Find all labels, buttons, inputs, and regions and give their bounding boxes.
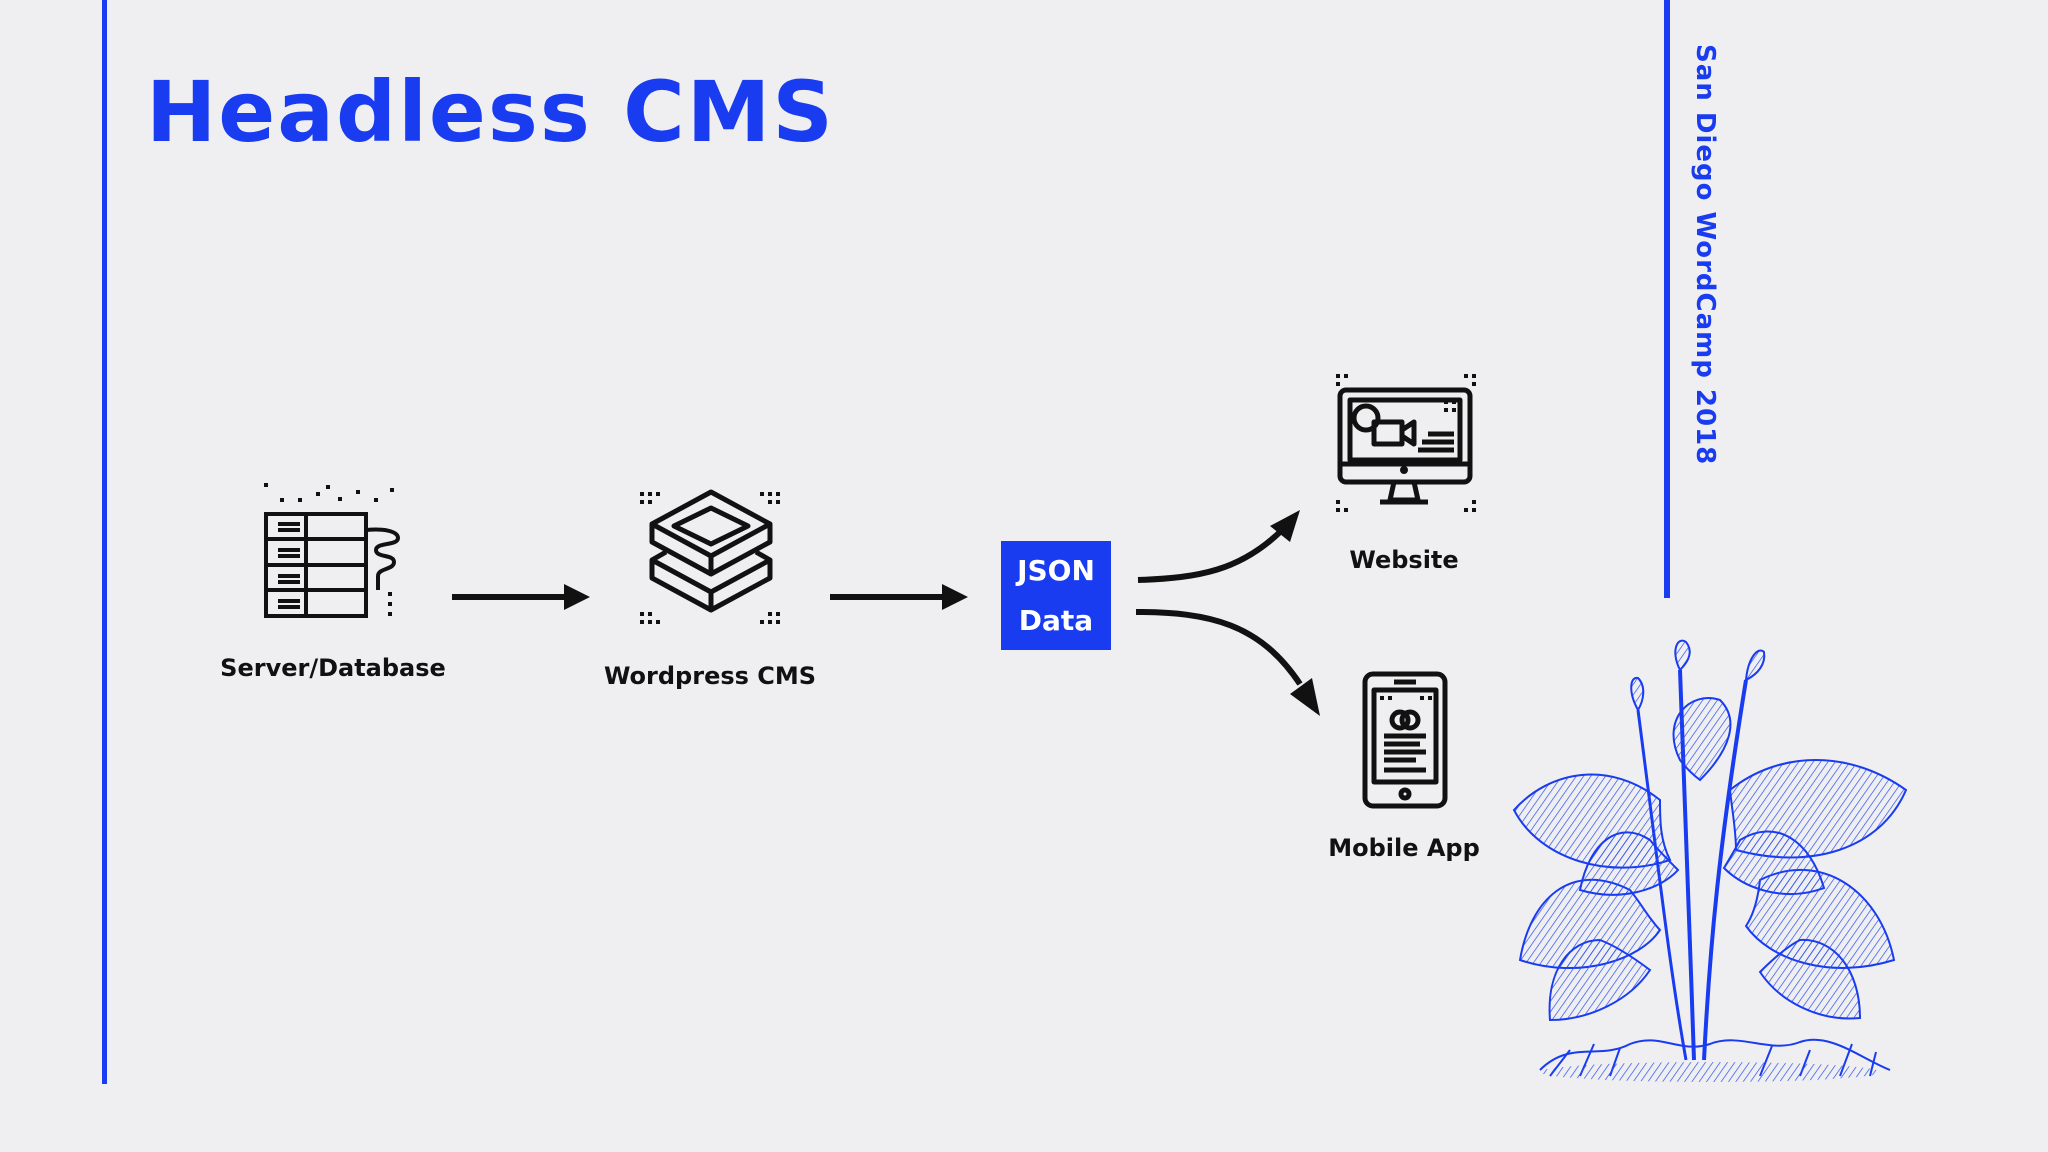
- left-accent-line: [102, 0, 107, 1084]
- arrow-server-to-cms: [452, 584, 590, 610]
- plant-illustration: [1512, 639, 1908, 1082]
- arrow-cms-to-json: [830, 584, 968, 610]
- layers-icon: [640, 489, 780, 624]
- server-database-icon: [264, 483, 401, 618]
- json-label-line1: JSON: [1017, 553, 1095, 587]
- event-label: San Diego WordCamp 2018: [1690, 44, 1720, 466]
- json-data-node: JSON Data: [1001, 541, 1111, 650]
- arrow-json-to-mobile: [1135, 609, 1320, 716]
- smartphone-icon: [1362, 671, 1448, 809]
- arrow-json-to-website: [1137, 510, 1300, 583]
- node-label-cms: Wordpress CMS: [603, 662, 817, 690]
- json-label-line2: Data: [1018, 603, 1094, 637]
- right-accent-line: [1664, 0, 1670, 598]
- slide-title: Headless CMS: [146, 63, 835, 161]
- desktop-monitor-icon: [1336, 374, 1476, 512]
- node-label-website: Website: [1349, 546, 1459, 574]
- node-label-mobile: Mobile App: [1328, 834, 1480, 862]
- node-label-server: Server/Database: [220, 654, 446, 682]
